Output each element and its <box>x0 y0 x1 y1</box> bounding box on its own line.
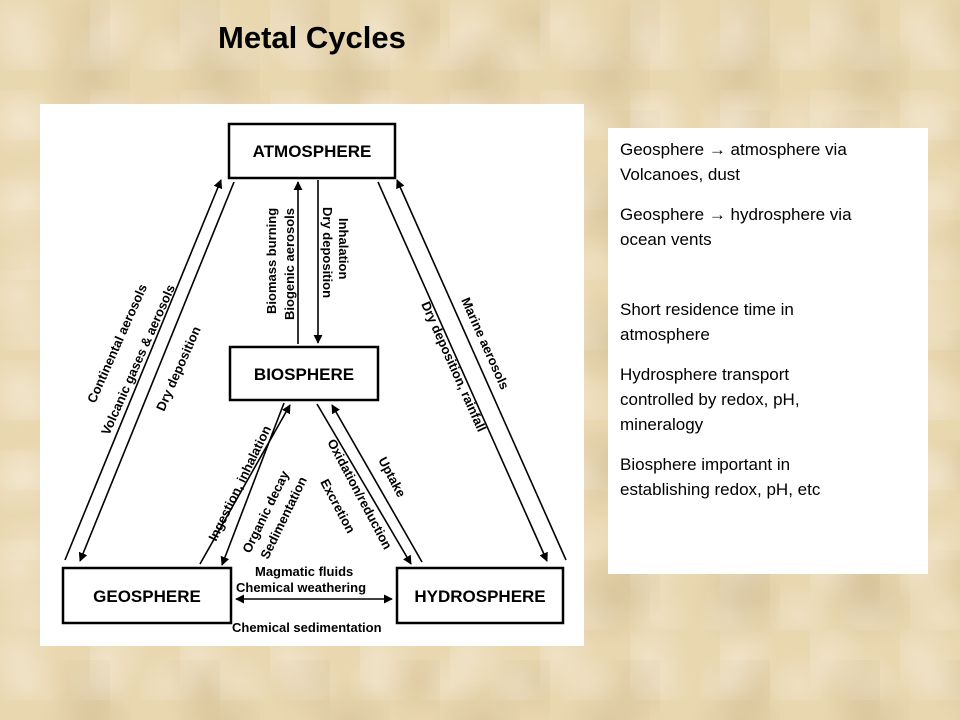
hydrosphere-box: HYDROSPHERE <box>395 566 565 625</box>
note-hydro-line2: controlled by redox, pH, <box>620 390 800 409</box>
arrow-bio-to-geo <box>220 402 285 566</box>
arrow-bio-to-hydro <box>316 403 412 565</box>
label-dry-deposition-left: Dry deposition <box>153 324 204 413</box>
label-chemical-sedimentation: Chemical sedimentation <box>232 620 382 635</box>
note-hydro-line3: mineralogy <box>620 415 704 434</box>
atmosphere-label: ATMOSPHERE <box>253 142 372 161</box>
label-uptake: Uptake <box>375 454 409 499</box>
arrow-hydro-to-bio <box>331 404 423 563</box>
label-chemical-weathering: Chemical weathering <box>236 580 366 595</box>
arrow-geo-to-bio <box>199 404 291 565</box>
metal-cycle-diagram: ATMOSPHERE BIOSPHERE GEOSPHERE HYDROSPHE… <box>40 104 584 646</box>
label-biomass-burning: Biomass burning <box>264 208 279 314</box>
geosphere-label: GEOSPHERE <box>93 587 201 606</box>
note-hydro-line1: Hydrosphere transport <box>620 365 790 384</box>
note-geo-hydro-line2: ocean vents <box>620 230 712 249</box>
note-residence-line2: atmosphere <box>620 325 710 344</box>
note-geo-hydro-line1: Geosphere → hydrosphere via <box>620 205 852 224</box>
note-geo-atmo-line2: Volcanoes, dust <box>620 165 741 184</box>
label-biogenic-aerosols: Biogenic aerosols <box>282 208 297 320</box>
note-bio-line2: establishing redox, pH, etc <box>620 480 821 499</box>
biosphere-label: BIOSPHERE <box>254 365 354 384</box>
note-geo-atmo-line1: Geosphere → atmosphere via <box>620 140 847 159</box>
diagram-svg: ATMOSPHERE BIOSPHERE GEOSPHERE HYDROSPHE… <box>61 122 567 635</box>
label-dry-deposition-center: Dry deposition <box>320 207 335 298</box>
note-bio-line1: Biosphere important in <box>620 455 791 474</box>
arrow-hydro-to-atmo <box>396 179 567 561</box>
geosphere-box: GEOSPHERE <box>61 566 233 625</box>
arrow-geo-to-atmo <box>64 179 223 561</box>
note-residence-line1: Short residence time in <box>620 300 794 319</box>
arrow-atmo-to-hydro <box>377 181 548 562</box>
label-magmatic-fluids: Magmatic fluids <box>255 564 353 579</box>
arrow-atmo-to-geo <box>78 181 235 562</box>
atmosphere-box: ATMOSPHERE <box>227 122 397 180</box>
hydrosphere-label: HYDROSPHERE <box>414 587 545 606</box>
label-inhalation: Inhalation <box>336 218 351 279</box>
notes-panel: Geosphere → atmosphere via Volcanoes, du… <box>608 128 928 574</box>
biosphere-box: BIOSPHERE <box>228 345 380 402</box>
page-title: Metal Cycles <box>218 20 406 55</box>
